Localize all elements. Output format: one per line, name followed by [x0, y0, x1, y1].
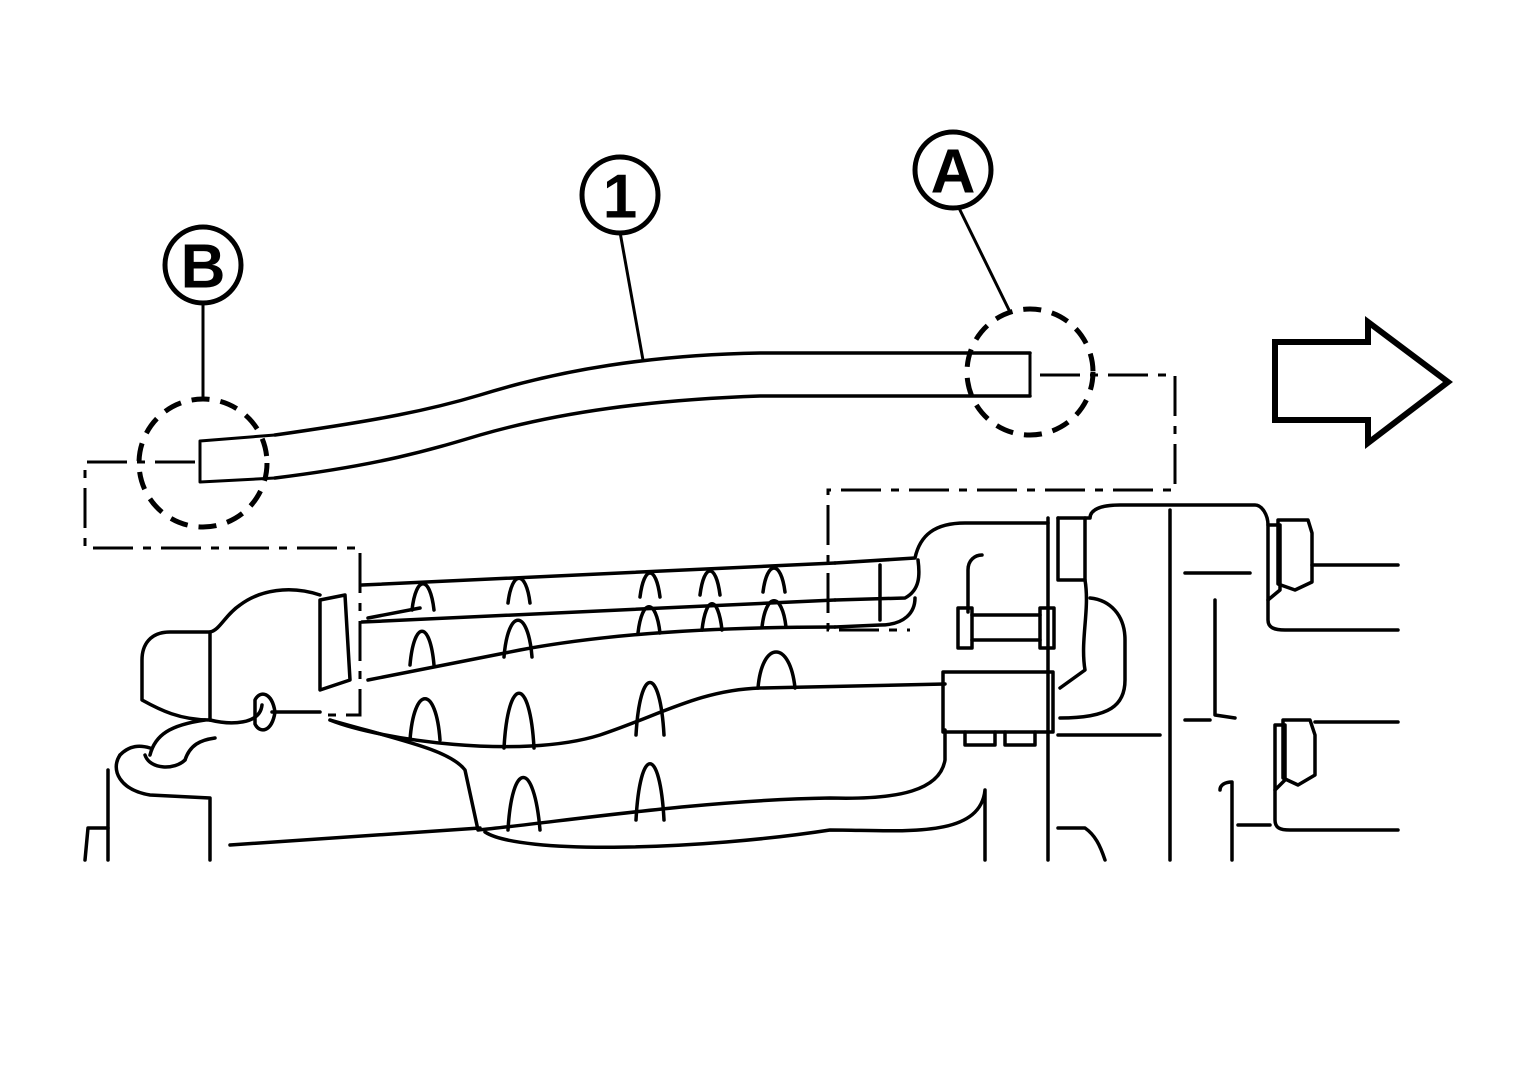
engine-assembly: [83, 503, 1400, 862]
front-arrow-icon: [1272, 316, 1453, 450]
leader-lines: [201, 204, 1012, 400]
phantom-lines: [83, 373, 1177, 717]
callout-a-label: A: [931, 138, 976, 207]
callout-a: A: [912, 129, 994, 211]
callout-b: B: [162, 224, 244, 306]
hose-part-1: [198, 351, 1032, 484]
callout-b-label: B: [181, 233, 226, 302]
detail-a-circle: [964, 306, 1096, 438]
callout-1: 1: [579, 154, 661, 236]
callout-1-label: 1: [603, 163, 637, 232]
